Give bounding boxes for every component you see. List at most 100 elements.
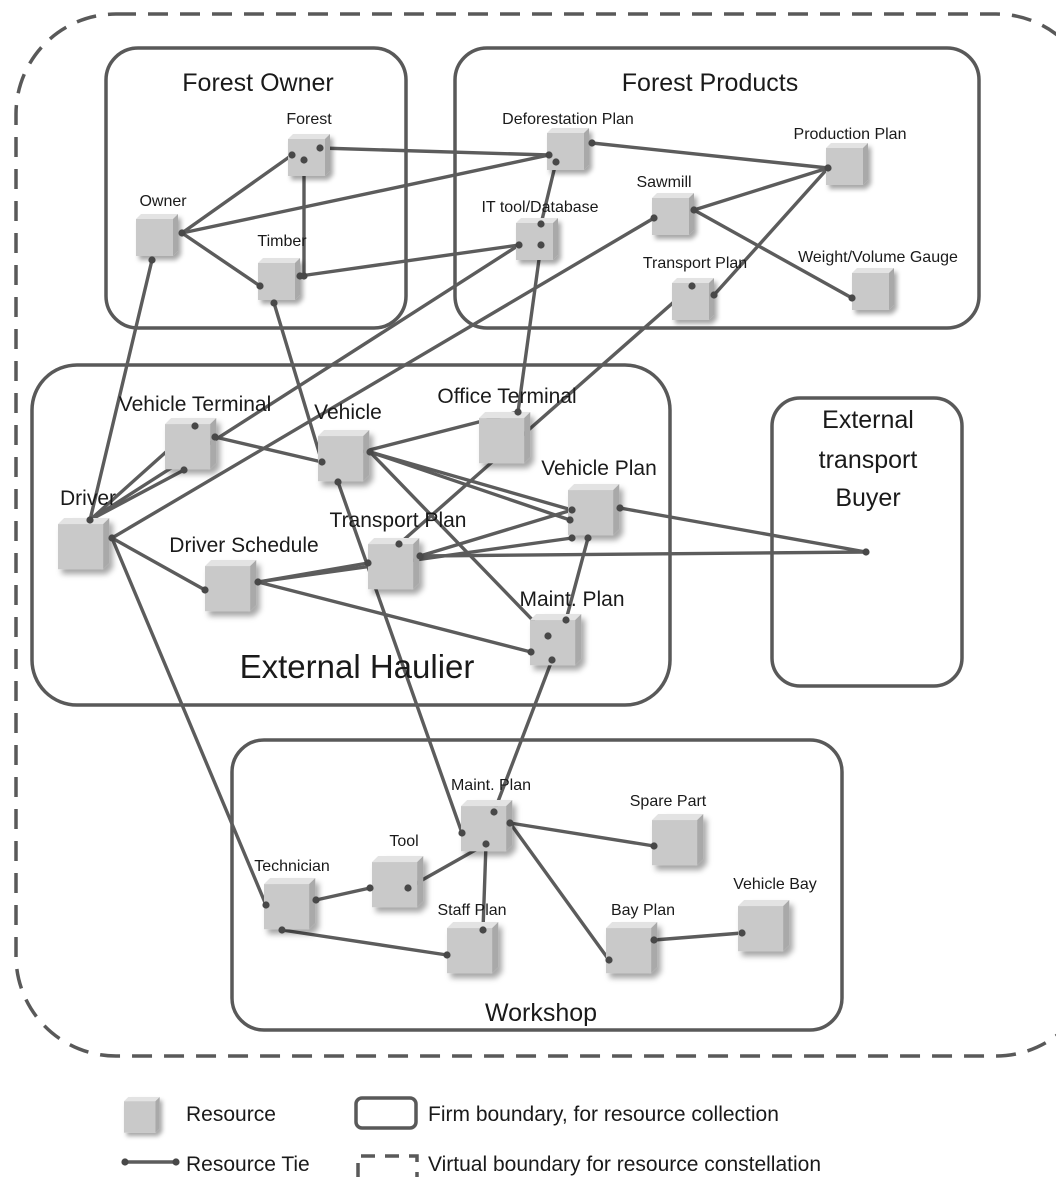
legend-resource-label: Resource [186,1103,276,1126]
tie-endpoint-dot [312,896,320,904]
tie-endpoint-dot [482,840,490,848]
resource-label-driver-schedule: Driver Schedule [169,534,318,557]
tie-endpoint-dot [201,586,209,594]
tie-endpoint-dot [191,422,199,430]
resource-cube-staff-plan [447,922,499,974]
tie-endpoint-dot [288,151,296,159]
resource-label-bay-plan: Bay Plan [611,902,675,919]
resource-label-owner: Owner [139,193,187,210]
resource-cube-technician [264,878,316,930]
firm-label-external-transport-buyer-3: Buyer [835,484,900,512]
tie-endpoint-dot [366,884,374,892]
resource-label-transport-plan-fp: Transport Plan [643,255,747,272]
resource-cube-weight-volume-gauge [852,268,894,310]
legend-virtual-boundary-label: Virtual boundary for resource constellat… [428,1153,821,1176]
resource-cube-vehicle-bay [738,900,790,952]
virtual-boundary [14,12,1056,1058]
resource-label-vehicle: Vehicle [314,401,382,424]
resource-cube-driver [58,518,110,570]
firm-label-forest-owner: Forest Owner [182,69,333,97]
resource-label-maint-plan-ws: Maint. Plan [451,777,531,794]
resource-label-staff-plan: Staff Plan [437,902,506,919]
tie-endpoint-dot [824,164,832,172]
resource-cube-vehicle-terminal [165,418,217,470]
resource-label-maint-plan-eh: Maint. Plan [519,588,624,611]
tie-endpoint-dot [537,220,545,228]
tie-endpoint-dot [545,151,553,159]
tie-endpoint-dot [552,158,560,166]
legend-resource-tie-label: Resource Tie [186,1153,310,1176]
resource-cube-transport-plan-eh [368,538,420,590]
legend-virtual-boundary-icon [356,1154,419,1177]
tie-endpoint-dot [178,229,186,237]
tie-endpoint-dot [690,206,698,214]
tie-endpoint-dot [278,926,286,934]
tie-endpoint-dot [296,272,304,280]
resource-cube-production-plan [826,143,868,185]
tie-endpoint-dot [443,951,451,959]
resource-cube-tool [372,856,424,908]
resource-cube-maint-plan-eh [530,614,582,666]
tie-endpoint-dot [514,408,522,416]
legend-firm-boundary-icon [354,1096,418,1130]
tie-endpoint-dot [458,829,466,837]
legend-resource-tie-icon [121,1158,180,1166]
tie-endpoint-dot [364,559,372,567]
resource-label-tool: Tool [389,833,418,850]
tie-endpoint-dot [568,534,576,542]
firm-label-external-transport-buyer-1: External [822,406,914,434]
resource-label-transport-plan-eh: Transport Plan [330,509,467,532]
resource-label-spare-part: Spare Part [630,793,707,810]
resource-cube-vehicle [318,430,370,482]
resource-label-sawmill: Sawmill [636,174,691,191]
tie-endpoint-dot [148,256,156,264]
resource-ties [88,141,868,962]
tie-endpoint-dot [490,808,498,816]
tie-endpoint-dot [254,578,262,586]
tie-endpoint-dot [562,616,570,624]
tie-endpoint-dot [366,448,374,456]
tie-endpoint-dot [566,516,574,524]
tie-endpoint-dot [605,956,613,964]
tie-endpoint-dot [506,819,514,827]
tie-endpoint-dot [416,552,424,560]
tie-endpoint-dot [404,884,412,892]
tie-endpoint-dot [616,504,624,512]
tie-endpoint-dot [479,926,487,934]
resource-cube-bay-plan [606,922,658,974]
tie-endpoint-dot [316,144,324,152]
tie-endpoint-dot [848,294,856,302]
tie-endpoint-dot [270,299,278,307]
tie-endpoint-dot [548,656,556,664]
resource-label-deforestation-plan: Deforestation Plan [502,111,634,128]
tie-endpoint-dot [515,241,523,249]
tie-endpoint-dot [262,901,270,909]
tie-endpoint-dot [211,433,219,441]
firm-label-workshop: Workshop [485,999,597,1027]
resource-cube-sawmill [652,193,694,235]
resource-cube-vehicle-plan [568,484,620,536]
resource-label-production-plan: Production Plan [794,126,907,143]
legend-firm-boundary-label: Firm boundary, for resource collection [428,1103,779,1126]
firm-label-forest-products: Forest Products [622,69,798,97]
tie-endpoint-dot [862,548,870,556]
resource-label-forest: Forest [286,111,332,128]
resource-label-vehicle-plan: Vehicle Plan [541,457,657,480]
firm-label-external-transport-buyer-2: transport [819,446,918,474]
tie-endpoint-dot [300,156,308,164]
resource-label-timber: Timber [257,233,307,250]
tie-endpoint-dot [318,458,326,466]
resource-label-driver: Driver [60,487,116,510]
firm-boundary-forest-products [453,46,981,330]
tie-endpoint-dot [710,291,718,299]
tie-endpoint-dot [256,282,264,290]
legend-resource-cube-icon [124,1097,160,1133]
resource-label-vehicle-bay: Vehicle Bay [733,876,817,893]
firm-boundary-forest-owner [104,46,408,330]
resource-label-it-tool-database: IT tool/Database [481,199,598,216]
firm-boundary-workshop [230,738,844,1032]
firm-label-external-haulier: External Haulier [240,648,475,685]
tie-endpoint-dot [738,929,746,937]
resource-label-office-terminal: Office Terminal [437,385,576,408]
